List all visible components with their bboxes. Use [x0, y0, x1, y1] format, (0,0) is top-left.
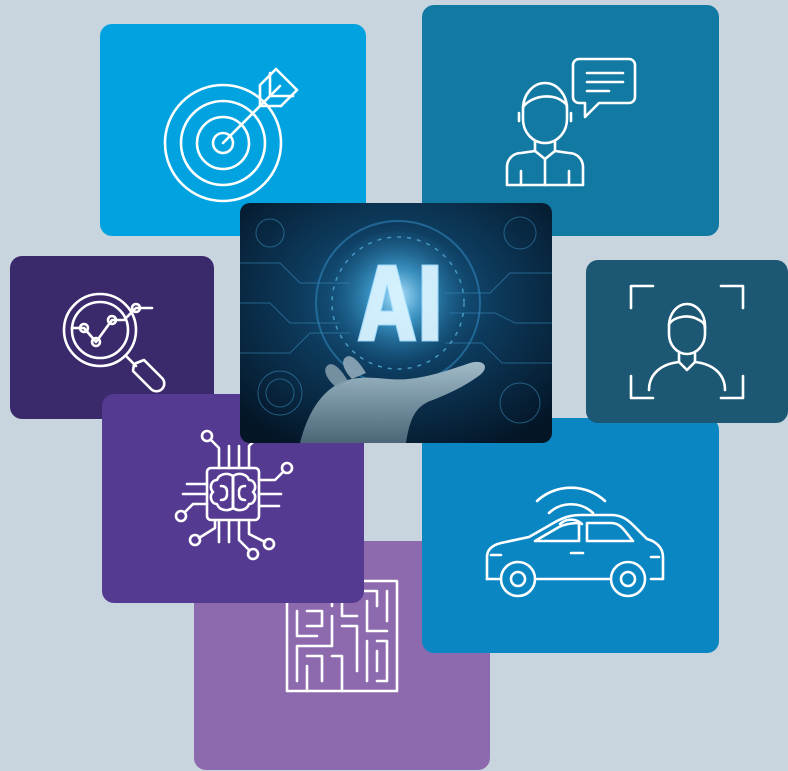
target-icon [163, 67, 299, 203]
connected-car-icon [485, 485, 664, 597]
connected-car-tile [422, 418, 719, 653]
magnifier-chart-icon [62, 292, 166, 393]
user-chat-icon [505, 57, 636, 186]
ai-hand-hologram-icon [240, 203, 552, 443]
user-chat-tile [422, 5, 719, 236]
analysis-tile [10, 256, 214, 419]
face-scan-icon [629, 284, 745, 399]
target-tile [100, 24, 366, 236]
brain-chip-icon [174, 427, 294, 560]
face-scan-tile [586, 260, 788, 423]
ai-hand-photo: AI [240, 203, 552, 443]
